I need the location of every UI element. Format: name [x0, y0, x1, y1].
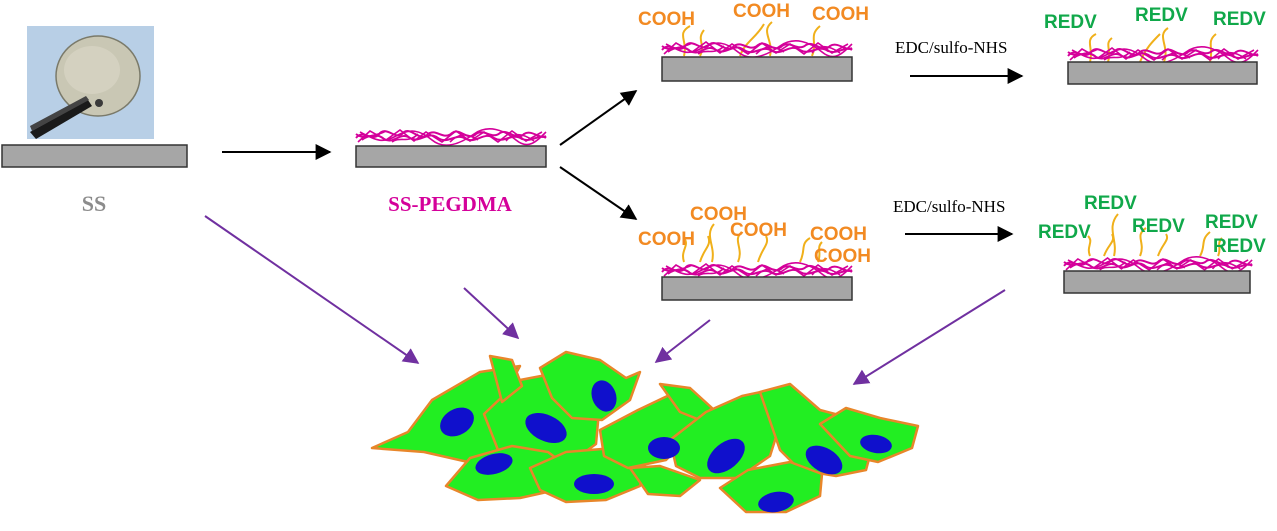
redv-label: REDV — [1084, 193, 1137, 214]
cell-nuclei — [440, 380, 892, 513]
cell-nucleus — [574, 474, 614, 494]
cooh-label: COOH — [638, 9, 695, 30]
redv-label: REDV — [1213, 236, 1266, 257]
cooh-label: COOH — [812, 4, 869, 25]
cell-nucleus — [707, 438, 745, 474]
cell-nucleus — [525, 412, 567, 444]
ss-label: SS — [82, 191, 106, 216]
cell-nucleus — [648, 437, 680, 459]
cooh-label: COOH — [690, 204, 747, 225]
arrow-to-low-cooh — [559, 90, 638, 146]
cell-nucleus — [805, 445, 843, 475]
cell-nucleus — [440, 407, 474, 437]
arrow-cooh-to-cells — [654, 319, 711, 363]
ss-pegdma-surface — [355, 127, 547, 168]
arrow-redv-to-cells — [852, 289, 1006, 385]
cell-nucleus — [758, 491, 794, 513]
cell-nucleus — [860, 434, 892, 454]
reagent-label: EDC/sulfo-NHS — [895, 38, 1007, 57]
redv-label: REDV — [1132, 216, 1185, 237]
arrow-ss-to-cells — [204, 215, 420, 364]
redv-label: REDV — [1135, 5, 1188, 26]
redv-surface-low — [1067, 27, 1259, 85]
cooh-label: COOH — [730, 220, 787, 241]
cell-nucleus — [475, 453, 513, 475]
redv-label: REDV — [1044, 12, 1097, 33]
cooh-surface-low — [661, 21, 853, 82]
cooh-surface-high — [661, 223, 853, 301]
cooh-label: COOH — [733, 1, 790, 22]
redv-label: REDV — [1038, 222, 1091, 243]
ss-pegdma-label: SS-PEGDMA — [388, 192, 513, 216]
ss-substrate — [1, 144, 188, 168]
redv-label: REDV — [1205, 212, 1258, 233]
reagent-label: EDC/sulfo-NHS — [893, 197, 1005, 216]
arrow-pegdma-to-cells — [463, 287, 520, 340]
cooh-label: COOH — [638, 229, 695, 250]
cooh-label: COOH — [810, 224, 867, 245]
cooh-label: COOH — [814, 246, 871, 267]
redv-label: REDV — [1213, 9, 1266, 30]
redv-surface-high — [1063, 213, 1254, 294]
ss-disc-photo — [27, 26, 154, 139]
arrow-to-high-cooh — [559, 166, 638, 220]
cell-nucleus — [591, 380, 617, 412]
